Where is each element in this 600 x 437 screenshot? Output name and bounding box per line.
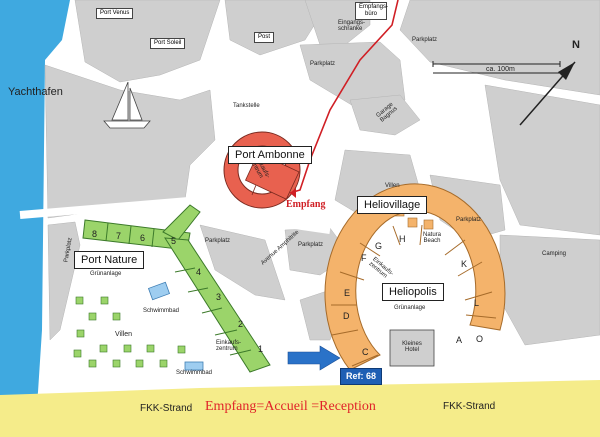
camping-label: Camping: [542, 251, 567, 257]
empfang-label: Empfang: [286, 199, 326, 210]
helio-unit-l: L: [474, 298, 480, 308]
kleines-hotel-label: Kleines Hotel: [402, 341, 422, 353]
parkplatz-top-label: Parkplatz: [412, 37, 438, 43]
schwimmbad-2-label: Schwimmbad: [176, 370, 213, 376]
villen-small-label: Villen: [385, 183, 400, 189]
helio-unit-h: H: [399, 234, 406, 244]
nature-unit-8: 8: [92, 229, 98, 239]
parkplatz-mid-label: Parkplatz: [310, 61, 336, 67]
post-label: Post: [254, 32, 275, 43]
heliopolis-horseshoe: [324, 183, 506, 371]
natura-beach-label: Natura Beach: [422, 232, 441, 244]
north-arrow-icon: [519, 61, 576, 126]
pool-2: [184, 361, 204, 371]
tankstelle-label: Tankstelle: [233, 103, 260, 109]
empfangsburo-label: Empfangs-büro: [355, 2, 388, 20]
port-ambonne-title: Port Ambonne: [228, 146, 312, 164]
pool-1: [147, 281, 171, 301]
beach-right-label: FKK-Strand: [443, 401, 496, 412]
parkplatz-center-label: Parkplatz: [298, 242, 324, 248]
beach-left-label: FKK-Strand: [140, 403, 193, 414]
empfang-route: [289, 0, 399, 194]
eingangsschranke-label: Eingangs-schranke: [338, 20, 366, 32]
nature-unit-5: 5: [171, 236, 177, 246]
nature-unit-3: 3: [216, 292, 222, 302]
sailboat-icon: [103, 81, 151, 129]
helio-unit-c: C: [362, 347, 369, 357]
helio-unit-k: K: [461, 259, 468, 269]
helio-unit-f: F: [361, 253, 367, 263]
ref-arrow: [287, 345, 341, 371]
yacht-harbour-water: [0, 0, 70, 392]
nature-unit-7: 7: [116, 231, 122, 241]
nature-unit-6: 6: [140, 233, 146, 243]
scale-label: ca. 100m: [486, 66, 515, 73]
port-nature-green: [82, 204, 271, 373]
gruenanlage-helio-label: Grünanlage: [394, 305, 426, 311]
port-venus-label: Port Venus: [96, 8, 134, 19]
beach-reception-label: Empfang=Accueil =Reception: [205, 399, 376, 414]
heliovillage-title: Heliovillage: [357, 196, 428, 214]
kleines-hotel-block: [389, 329, 435, 367]
port-soleil-label: Port Soleil: [150, 38, 186, 49]
helio-unit-o: O: [476, 334, 484, 344]
villas-nature: [73, 296, 186, 368]
helio-unit-d: D: [343, 311, 350, 321]
nature-unit-4: 4: [196, 267, 202, 277]
helio-unit-g: G: [375, 241, 383, 251]
scale-bar: [432, 61, 561, 74]
helio-unit-e: E: [344, 288, 351, 298]
beach-sand: [0, 380, 600, 437]
yachthafen-label: Yachthafen: [8, 86, 63, 98]
villen-nature-label: Villen: [115, 331, 132, 338]
parkplatz-helio-label: Parkplatz: [456, 217, 482, 223]
nature-unit-1: 1: [258, 344, 264, 354]
parkplatz-nature-label: Parkplatz: [205, 238, 231, 244]
port-nature-title: Port Nature: [74, 251, 145, 269]
gruenanlage-nature-label: Grünanlage: [90, 271, 122, 277]
helio-unit-a: A: [456, 335, 463, 345]
ref-badge[interactable]: Ref: 68: [340, 368, 383, 385]
schwimmbad-1-label: Schwimmbad: [143, 308, 180, 314]
heliopolis-title: Heliopolis: [382, 283, 444, 301]
north-label: N: [572, 39, 580, 51]
einkaufszentrum-nature-label: Einkaufs-zentrum: [216, 340, 242, 352]
nature-unit-2: 2: [238, 319, 244, 329]
